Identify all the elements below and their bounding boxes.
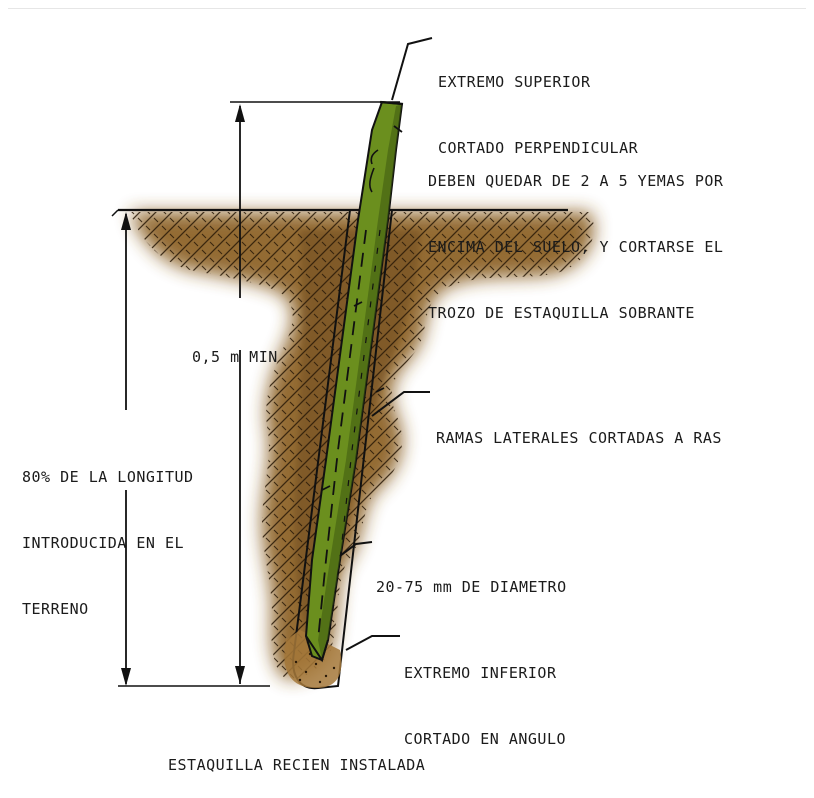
stake-shadow [318, 104, 402, 660]
top-divider [8, 8, 806, 9]
lateral-branch-stub [375, 387, 385, 393]
bark-dash-line [329, 229, 381, 631]
ground-tick-left [111, 209, 119, 217]
stake-bottom-cut [305, 635, 329, 663]
stake-planting-diagram [111, 37, 594, 690]
leader-lateral-branches [371, 391, 430, 417]
dimension-above-ground [230, 101, 400, 684]
dimension-buried [118, 212, 270, 687]
bark-dash-line [317, 229, 367, 641]
lateral-branch-stub [321, 485, 331, 491]
stake [304, 100, 404, 663]
bud-mark [370, 149, 379, 165]
leader-top-end [391, 37, 433, 101]
label-bottom-end: EXTREMO INFERIOR CORTADO EN ANGULO [404, 664, 567, 748]
bud-mark [369, 167, 375, 193]
leader-lines [339, 37, 433, 651]
leader-bottom-end [345, 635, 400, 651]
lateral-branch-stub [353, 301, 363, 307]
diagram-caption: ESTAQUILLA RECIEN INSTALADA [168, 756, 426, 774]
label-diameter: 20-75 mm DE DIAMETRO [376, 578, 567, 596]
label-lateral-branches: RAMAS LATERALES CORTADAS A RAS [436, 429, 722, 447]
label-buried-fraction: 80% DE LA LONGITUD INTRODUCIDA EN EL TER… [22, 468, 194, 618]
bud-mark [393, 125, 403, 133]
leader-diameter [339, 541, 373, 557]
label-top-end: EXTREMO SUPERIOR CORTADO PERPENDICULAR [438, 73, 639, 157]
label-buds-above-ground: DEBEN QUEDAR DE 2 A 5 YEMAS POR ENCIMA D… [428, 172, 724, 322]
label-min-length: 0,5 m MIN [192, 348, 278, 366]
